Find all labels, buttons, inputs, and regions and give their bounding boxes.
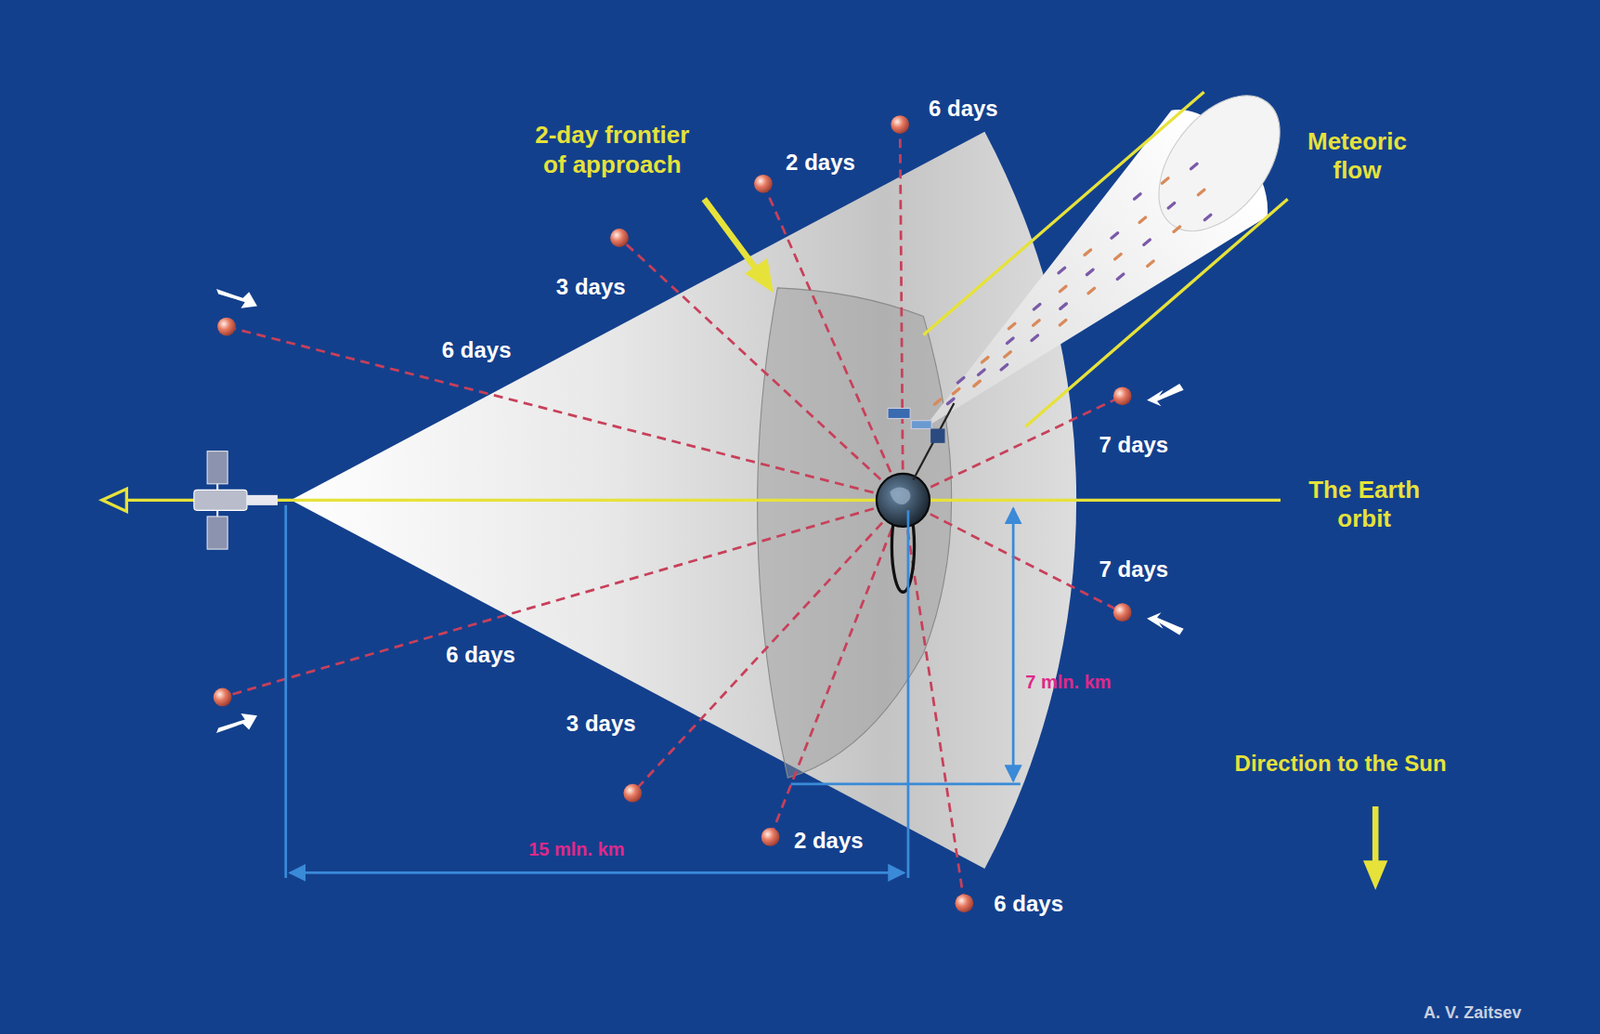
callout-label: 2-day frontier of approach [528,120,696,179]
time-label: 2 days [785,149,856,177]
meteor-particle [1144,239,1151,245]
meteor-particle [947,398,954,404]
callout-label: The Earth orbit [1294,475,1434,534]
meteor-particle [1084,249,1092,255]
callout-label: Meteoric flow [1296,127,1418,185]
time-label: 7 days [1098,431,1169,459]
observation-spacecraft [194,451,278,549]
meteor-particle [1117,273,1124,279]
meteor-particle [1033,304,1041,310]
time-label: 3 days [566,710,637,738]
meteor-particle [1197,189,1205,195]
sun-direction-arrow [1363,806,1388,890]
time-label: 7 days [1098,556,1169,584]
meteor-particle [981,357,989,363]
frontier-cap [757,287,952,778]
asteroids [213,115,1132,912]
meteor-particle [934,399,941,404]
meteor-particle [1147,260,1155,266]
meteor-particles [934,163,1210,404]
meteor-particle [1001,364,1008,369]
meteor-particle [978,369,986,375]
meteor-particle [952,388,960,393]
meteor-particle [1088,287,1095,293]
callout-label: Direction to the Sun [1235,750,1447,778]
distance-label: 7 mln. km [1025,670,1111,693]
time-label: 6 days [993,890,1064,918]
earth [876,403,955,592]
time-label: 6 days [445,641,516,669]
meteor-particle [957,377,964,382]
meteor-particle [974,380,981,386]
earth-orbit-line [122,498,1281,502]
time-label: 2 days [793,827,864,855]
time-label: 6 days [928,95,999,123]
meteor-particle [1168,202,1175,208]
time-label: 3 days [556,273,626,301]
meteor-particle [1173,226,1181,232]
flow-boundary-lines [923,91,1288,427]
meteor-particle [1115,253,1122,259]
meteor-particle [1008,323,1015,328]
meteor-particle [1006,338,1014,343]
meteor-particle [1033,320,1041,326]
frontier-pointer [703,198,774,293]
meteor-particle [1031,335,1039,340]
meteor-particle [1190,163,1197,169]
meteor-particle [1133,194,1141,199]
time-label: 6 days [442,337,512,365]
meteor-particle [1086,269,1093,274]
distance-label: 15 mln. km [528,837,625,860]
flow-cone-mouth [1134,73,1304,254]
meteor-particle [1139,217,1146,222]
meteor-particle [1059,319,1067,325]
motion-arrows [216,288,1184,733]
dimension-lines [286,505,1021,878]
meteor-particle [1058,267,1066,273]
author-credit: A. V. Zaitsev [1423,1002,1522,1024]
meteor-particle [1004,351,1012,357]
meteor-particle [1204,214,1211,220]
trajectory-lines [222,124,1123,903]
meteor-particle [1060,303,1067,309]
orbit-arrowhead [102,488,127,511]
meteor-particle [1059,286,1067,291]
meteor-particle [1111,233,1119,238]
meteor-particle [1161,178,1169,183]
